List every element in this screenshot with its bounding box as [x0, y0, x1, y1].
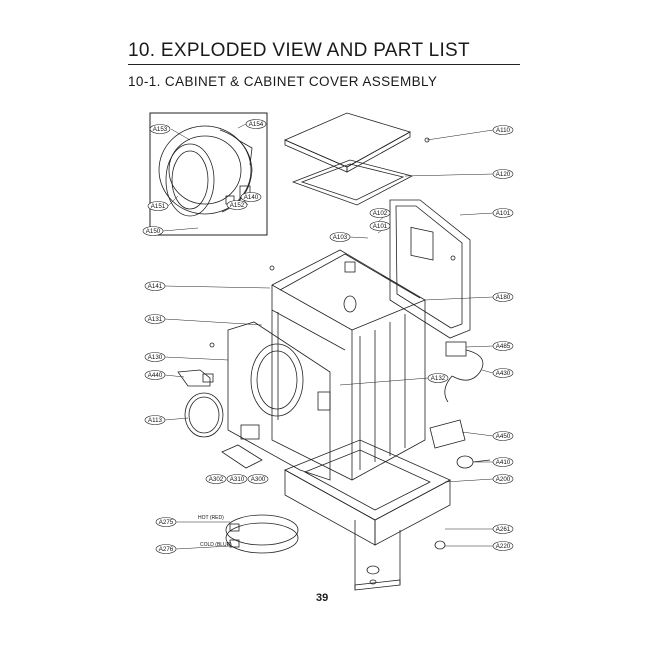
callout-a101-back: A101 — [496, 210, 511, 217]
inlet-hoses — [225, 514, 299, 554]
base-frame — [284, 439, 451, 591]
callout-a150: A150 — [146, 228, 161, 235]
callout-a275: A275 — [159, 519, 174, 526]
callout-a200: A200 — [496, 476, 511, 483]
callout-a102: A102 — [373, 210, 388, 217]
hot-hose-label: HOT (RED) — [198, 515, 224, 521]
top-cover — [283, 112, 412, 173]
pump-part — [456, 455, 491, 469]
callout-a300: A300 — [251, 476, 266, 483]
callout-a101: A101 — [373, 223, 388, 230]
page-number: 39 — [316, 592, 329, 604]
callout-a485: A485 — [496, 343, 511, 350]
callout-a110: A110 — [496, 127, 511, 134]
callout-a261: A261 — [496, 526, 511, 533]
callout-a154: A154 — [249, 121, 264, 128]
front-panel — [227, 321, 331, 481]
callout-a180: A180 — [496, 294, 511, 301]
callout-a153: A153 — [153, 126, 168, 133]
callout-a310: A310 — [230, 476, 245, 483]
callout-a103: A103 — [333, 234, 348, 241]
callout-a220: A220 — [496, 543, 511, 550]
callout-a130: A130 — [148, 354, 163, 361]
back-panel — [389, 199, 471, 339]
callout-a141: A141 — [148, 283, 163, 290]
callout-a276: A276 — [159, 546, 174, 553]
door-hinge — [177, 369, 214, 387]
kick-panel — [221, 444, 263, 469]
callout-a450: A450 — [496, 433, 511, 440]
callout-a151: A151 — [151, 203, 166, 210]
power-cord — [444, 341, 484, 403]
door-assembly-inset — [149, 112, 268, 236]
page-title: 10. EXPLODED VIEW AND PART LIST — [128, 40, 470, 61]
callout-a430: A430 — [496, 370, 511, 377]
cold-hose-label: COLD (BLUE) — [200, 542, 232, 548]
door-gasket — [184, 392, 224, 438]
callout-a113: A113 — [148, 417, 163, 424]
callout-a120: A120 — [496, 171, 511, 178]
title-underline — [128, 64, 520, 65]
callout-a140: A140 — [244, 194, 259, 201]
cabinet-frame — [271, 249, 426, 481]
top-frame — [291, 159, 414, 206]
callout-a440: A440 — [148, 372, 163, 379]
callout-a410: A410 — [496, 459, 511, 466]
callout-a302: A302 — [209, 476, 224, 483]
section-subtitle: 10-1. CABINET & CABINET COVER ASSEMBLY — [128, 74, 438, 89]
callout-a131: A131 — [148, 316, 163, 323]
callout-a132: A132 — [431, 375, 446, 382]
control-box — [429, 419, 466, 449]
callout-a152: A152 — [230, 202, 245, 209]
